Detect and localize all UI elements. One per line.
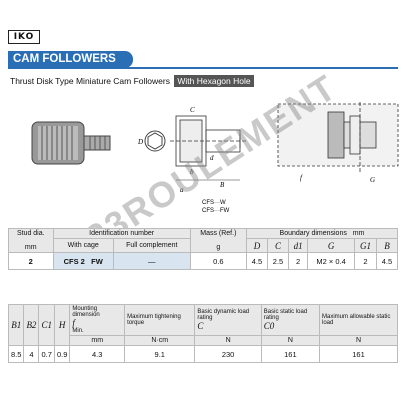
- cell-full: —: [112, 252, 191, 270]
- cell-G: M2 × 0.4: [307, 252, 356, 270]
- cell-H: 0.9: [53, 345, 71, 363]
- mass-header: Mass (Ref.)g: [189, 228, 247, 253]
- identification-table: Stud dia.mm Identification number Mass (…: [8, 227, 399, 270]
- max-unit: N: [318, 335, 399, 346]
- section-view: [170, 115, 248, 167]
- svg-text:d: d: [210, 154, 214, 162]
- cell-cage-id: CFS 2 FW: [52, 252, 114, 270]
- label-cfs-w: CFS···W: [202, 200, 226, 206]
- cell-C1: 0.7: [38, 345, 55, 363]
- svg-text:a: a: [180, 186, 184, 194]
- hexagon-badge: With Hexagon Hole: [174, 75, 254, 87]
- svg-text:D: D: [137, 138, 143, 146]
- cell-torque: 9.1: [124, 345, 196, 363]
- label-cfs-fw: CFS···FW: [202, 208, 230, 214]
- col-H: H: [53, 304, 71, 346]
- svg-text:B: B: [220, 181, 225, 189]
- stat-unit: N: [260, 335, 320, 346]
- col-G: G: [307, 238, 356, 253]
- cell-D: 4.5: [245, 252, 268, 270]
- mount-unit: mm: [69, 335, 126, 346]
- svg-text:f: f: [300, 174, 303, 182]
- full-complement-header: Full complement: [112, 238, 191, 253]
- ident-header: Identification number: [52, 227, 191, 240]
- cell-B1: 8.5: [7, 345, 25, 363]
- col-G1: G1: [354, 238, 377, 253]
- col-B1: B1: [7, 304, 25, 346]
- mounting-view: [277, 102, 399, 172]
- cell-G1: 2: [354, 252, 377, 270]
- cell-B: 4.5: [375, 252, 399, 270]
- col-D: D: [245, 238, 268, 253]
- subtitle-text: Thrust Disk Type Miniature Cam Followers: [10, 76, 170, 86]
- iko-logo: IKO: [8, 30, 40, 44]
- cell-f: 4.3: [69, 345, 126, 363]
- svg-text:b: b: [190, 168, 194, 176]
- technical-drawing: D C d B b a CFS···W CFS···FW f G: [31, 102, 399, 214]
- cell-d1: 2: [288, 252, 309, 270]
- cell-stat: 161: [260, 345, 320, 363]
- table-row: 8.5 4 0.7 0.9 4.3 9.1 230 161 161: [7, 345, 399, 363]
- product-photo: [31, 121, 111, 165]
- section-banner: CAM FOLLOWERS: [8, 51, 133, 68]
- torque-header: Maximum tightening torque: [124, 304, 196, 336]
- banner-rule: [8, 67, 398, 69]
- boundary-header: Boundary dimensions mm: [245, 227, 399, 240]
- cell-B2: 4: [23, 345, 40, 363]
- cell-stud: 2: [8, 252, 54, 270]
- cell-C: 2.5: [266, 252, 290, 270]
- max-load-header: Maximum allowable static load: [318, 304, 399, 336]
- svg-text:C: C: [190, 106, 195, 114]
- cell-max: 161: [318, 345, 399, 363]
- col-C: C: [266, 238, 290, 253]
- cell-mass: 0.6: [189, 252, 247, 270]
- torque-unit: N·cm: [124, 335, 196, 346]
- table-row: 2 CFS 2 FW — 0.6 4.5 2.5 2 M2 × 0.4 2 4.…: [8, 252, 399, 270]
- col-d1: d1: [288, 238, 309, 253]
- hexagon-hole: [147, 132, 163, 150]
- stud-dia-header: Stud dia.mm: [8, 228, 54, 253]
- svg-text:G: G: [370, 176, 375, 184]
- col-B2: B2: [23, 304, 40, 346]
- col-B: B: [375, 238, 399, 253]
- col-C1: C1: [38, 304, 55, 346]
- with-cage-header: With cage: [52, 238, 114, 253]
- dyn-unit: N: [194, 335, 262, 346]
- cell-dyn: 230: [194, 345, 262, 363]
- subtitle: Thrust Disk Type Miniature Cam Followers…: [10, 75, 254, 87]
